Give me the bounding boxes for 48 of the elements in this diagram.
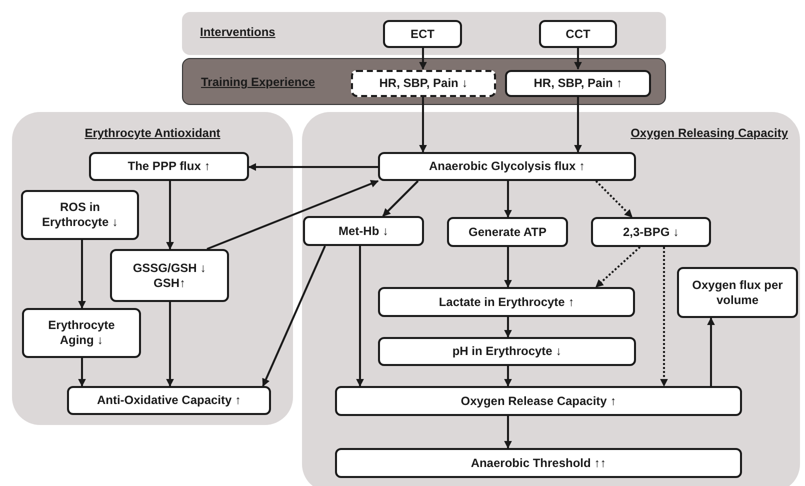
group-band	[182, 12, 666, 55]
arrow	[248, 163, 378, 171]
arrow	[504, 416, 512, 449]
process-box: Anti-Oxidative Capacity ↑	[67, 386, 271, 415]
process-box: ROS in Erythrocyte ↓	[21, 190, 139, 240]
process-box: HR, SBP, Pain ↓	[351, 70, 496, 97]
arrow	[504, 366, 512, 387]
arrow	[504, 181, 512, 218]
arrow	[419, 48, 427, 70]
arrow	[78, 240, 86, 309]
arrow	[504, 247, 512, 288]
arrow	[262, 246, 326, 387]
arrow	[356, 246, 364, 387]
arrow	[78, 358, 86, 387]
arrow	[206, 180, 379, 250]
arrow	[707, 317, 715, 386]
process-box: GSSG/GSH ↓ GSH↑	[110, 249, 229, 302]
process-box: Anaerobic Threshold ↑↑	[335, 448, 742, 478]
process-box: Erythrocyte Aging ↓	[22, 308, 141, 358]
group-panel	[302, 112, 800, 486]
process-box: CCT	[539, 20, 617, 48]
process-box: The PPP flux ↑	[89, 152, 249, 181]
process-box: pH in Erythrocyte ↓	[378, 337, 636, 366]
arrow	[166, 302, 174, 387]
group-band	[182, 58, 666, 105]
process-box: Oxygen flux per volume	[677, 267, 798, 318]
arrow	[419, 96, 427, 153]
process-box: Anaerobic Glycolysis flux ↑	[378, 152, 636, 181]
process-box: 2,3-BPG ↓	[591, 217, 711, 247]
arrow	[166, 181, 174, 250]
arrow	[595, 180, 633, 218]
arrow	[504, 317, 512, 338]
group-panel	[12, 112, 293, 425]
process-box: Lactate in Erythrocyte ↑	[378, 287, 635, 317]
arrow	[595, 246, 641, 288]
arrow	[660, 247, 668, 387]
process-box: Oxygen Release Capacity ↑	[335, 386, 742, 416]
process-box: Generate ATP	[447, 217, 568, 247]
arrow	[574, 48, 582, 70]
group-heading: Oxygen Releasing Capacity	[630, 126, 788, 140]
process-box: ECT	[383, 20, 462, 48]
group-heading: Interventions	[200, 25, 276, 39]
process-box: HR, SBP, Pain ↑	[505, 70, 651, 97]
group-heading: Erythrocyte Antioxidant	[84, 126, 220, 140]
arrow	[574, 96, 582, 153]
arrow	[382, 180, 419, 217]
group-heading: Training Experience	[201, 75, 316, 89]
process-box: Met-Hb ↓	[303, 216, 424, 246]
